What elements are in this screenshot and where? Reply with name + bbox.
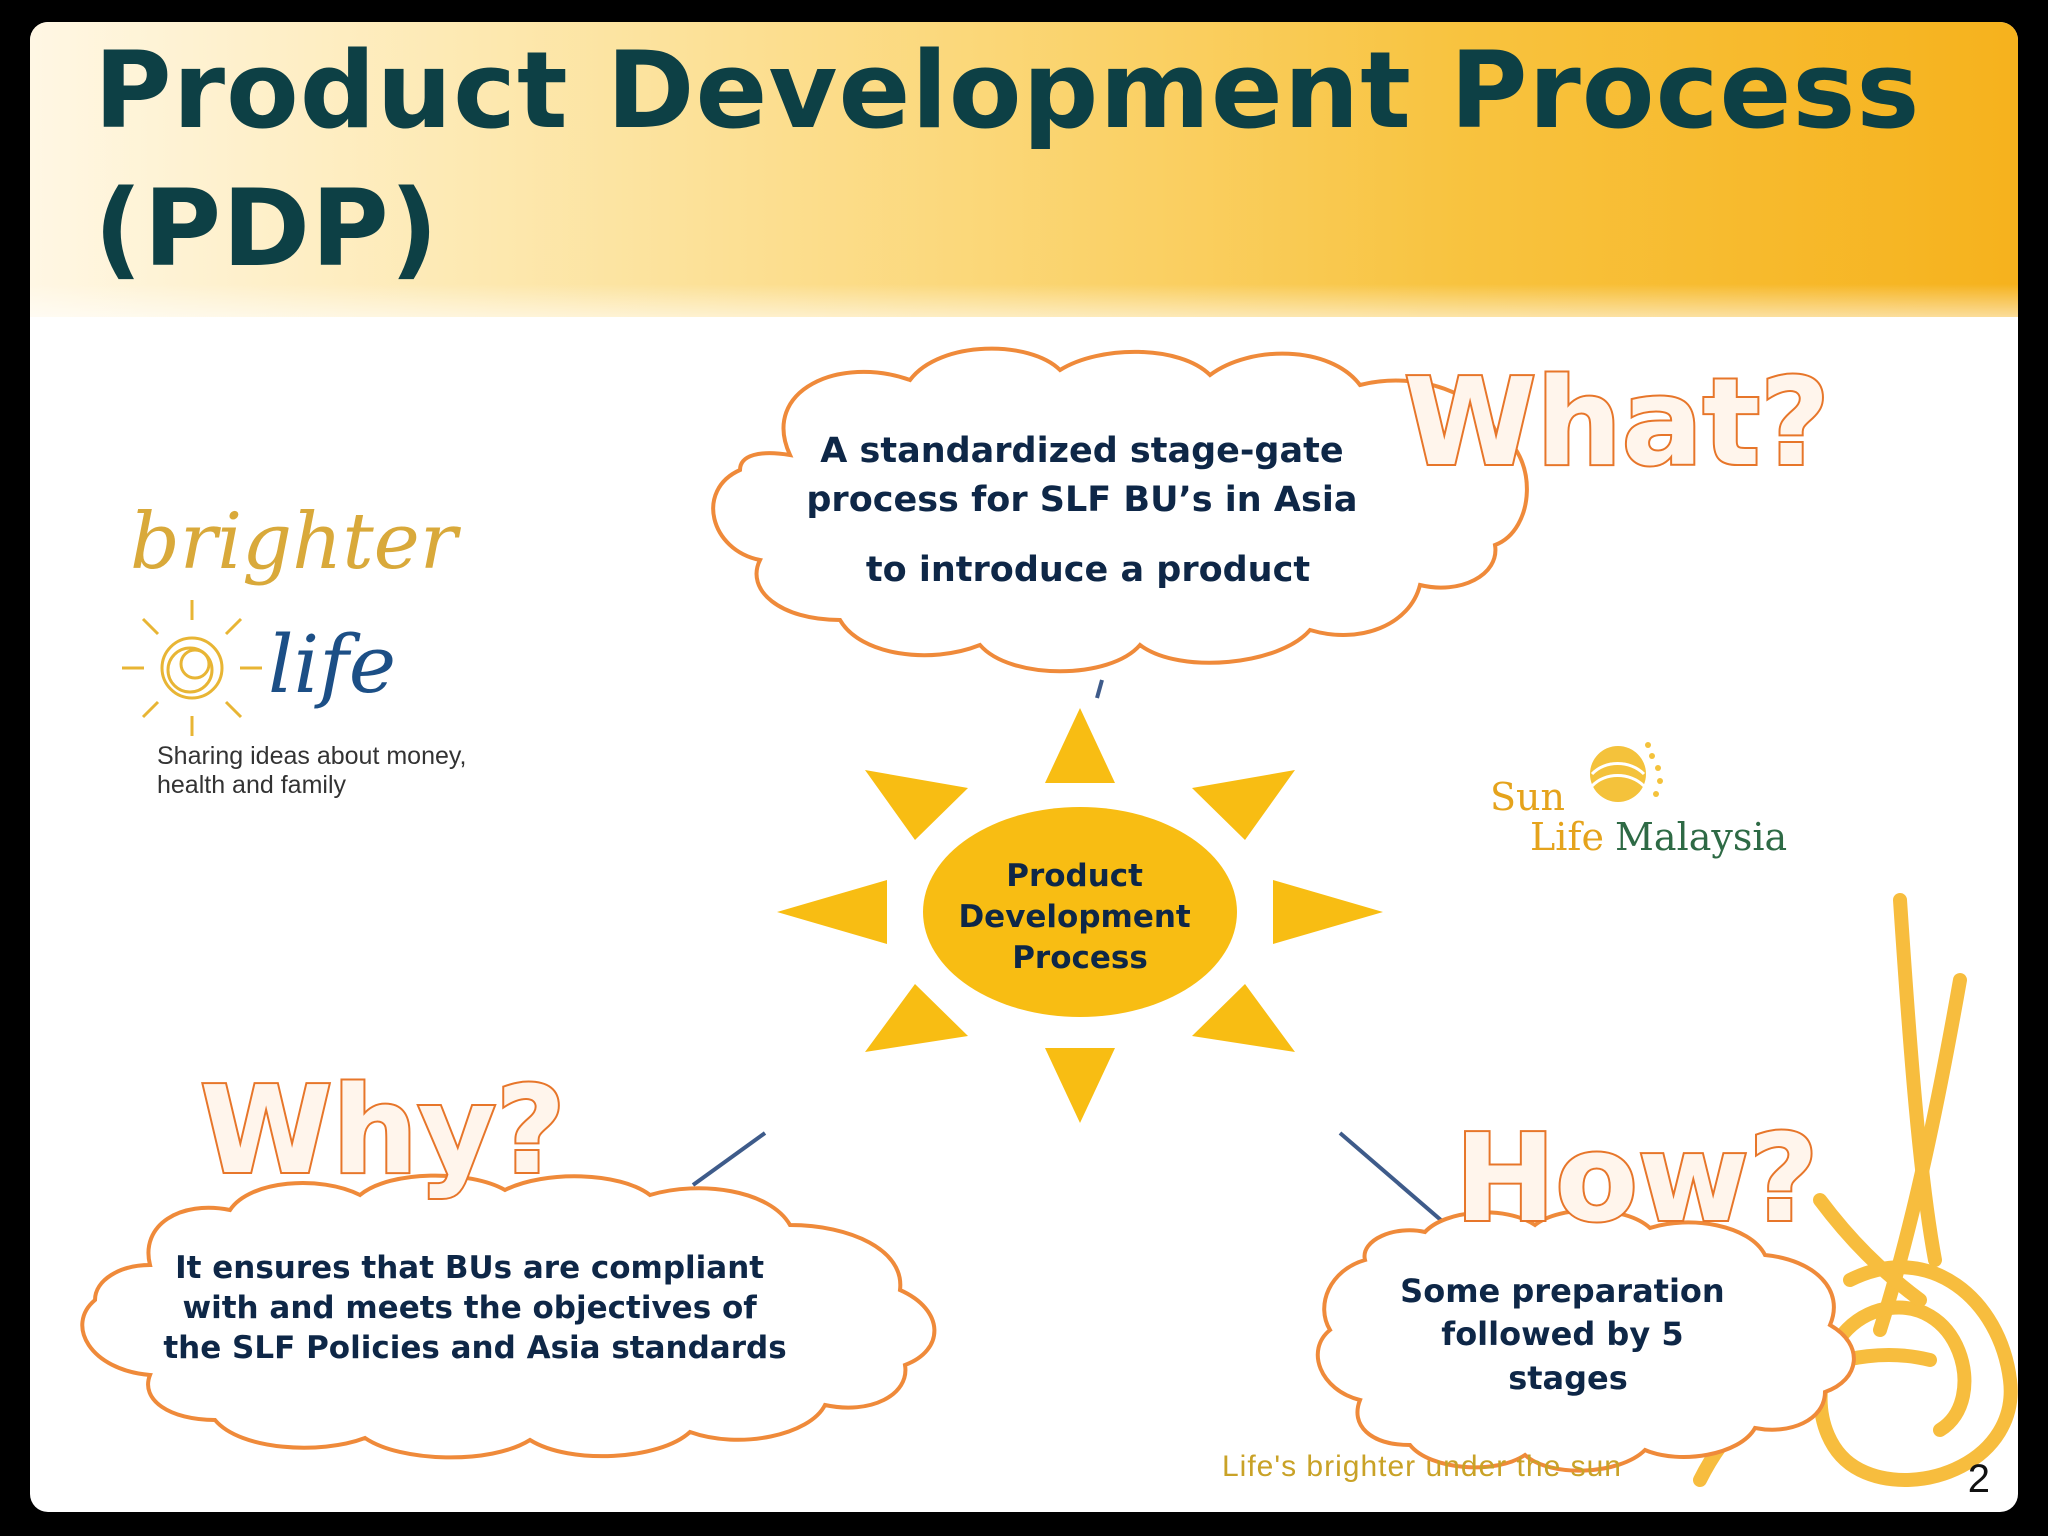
sunlife-sun-word: Sun <box>1490 775 1565 819</box>
sun-ray <box>865 770 968 840</box>
connector-what <box>1095 679 1104 699</box>
brighter-life-caption: Sharing ideas about money, health and fa… <box>157 742 487 800</box>
what-line-2: process for SLF BU’s in Asia <box>806 480 1357 520</box>
header-fade <box>30 284 2018 344</box>
how-line-2: followed by 5 <box>1441 1315 1683 1353</box>
how-cloud <box>1315 1208 1856 1473</box>
caption-line-2: health and family <box>157 771 347 799</box>
how-line-3: stages <box>1508 1359 1628 1397</box>
header-band <box>30 22 2018 317</box>
sunlife-life-word: Life <box>1530 815 1604 859</box>
center-line-3: Process <box>1012 940 1148 976</box>
sun-core <box>923 807 1237 1017</box>
why-line-1: It ensures that BUs are compliant <box>175 1250 764 1286</box>
sun-ray <box>865 984 968 1052</box>
sun-ray <box>1192 984 1295 1052</box>
sun-ray <box>1045 1048 1115 1123</box>
how-line-1: Some preparation <box>1400 1272 1725 1310</box>
sun-ray <box>1192 770 1295 840</box>
life-word: life <box>268 618 396 711</box>
connector-how <box>1338 1131 1444 1223</box>
what-line-3: to introduce a product <box>866 550 1310 590</box>
sunlife-malaysia-logo: Sun Life Malaysia <box>1490 742 1787 859</box>
center-text: Product Development Process <box>958 858 1201 976</box>
sun-ray <box>777 880 887 944</box>
sun-ray <box>1273 880 1383 944</box>
why-callout-text: It ensures that BUs are compliant with a… <box>163 1250 786 1366</box>
what-line-1: A standardized stage-gate <box>820 431 1343 471</box>
what-cloud <box>711 346 1529 674</box>
sun-shape <box>777 708 1383 1123</box>
how-label: How? <box>1455 1110 1818 1249</box>
sun-scribble-icon <box>122 600 262 736</box>
how-callout-text: Some preparation followed by 5 stages <box>1400 1272 1736 1397</box>
what-callout-text: A standardized stage-gate process for SL… <box>806 431 1369 590</box>
tagline: Life's brighter under the sun <box>1222 1450 1622 1483</box>
sunlife-globe-icon <box>1590 742 1663 802</box>
why-cloud <box>80 1173 937 1460</box>
sunlife-malaysia-word: Malaysia <box>1615 815 1787 859</box>
caption-line-1: Sharing ideas about money, <box>157 742 467 770</box>
why-label: Why? <box>200 1062 566 1201</box>
what-label: What? <box>1404 354 1830 493</box>
center-line-2: Development <box>958 899 1190 935</box>
page-number: 2 <box>1967 1457 1990 1501</box>
slide-title: Product Development Process (PDP) <box>94 29 1921 290</box>
brighter-word: brighter <box>130 497 462 587</box>
center-line-1: Product <box>1006 858 1143 894</box>
brighter-life-logo: brighter life <box>122 497 462 736</box>
why-line-3: the SLF Policies and Asia standards <box>163 1330 786 1366</box>
sun-ray <box>1045 708 1115 783</box>
connector-why <box>691 1131 767 1187</box>
why-line-2: with and meets the objectives of <box>182 1290 757 1326</box>
